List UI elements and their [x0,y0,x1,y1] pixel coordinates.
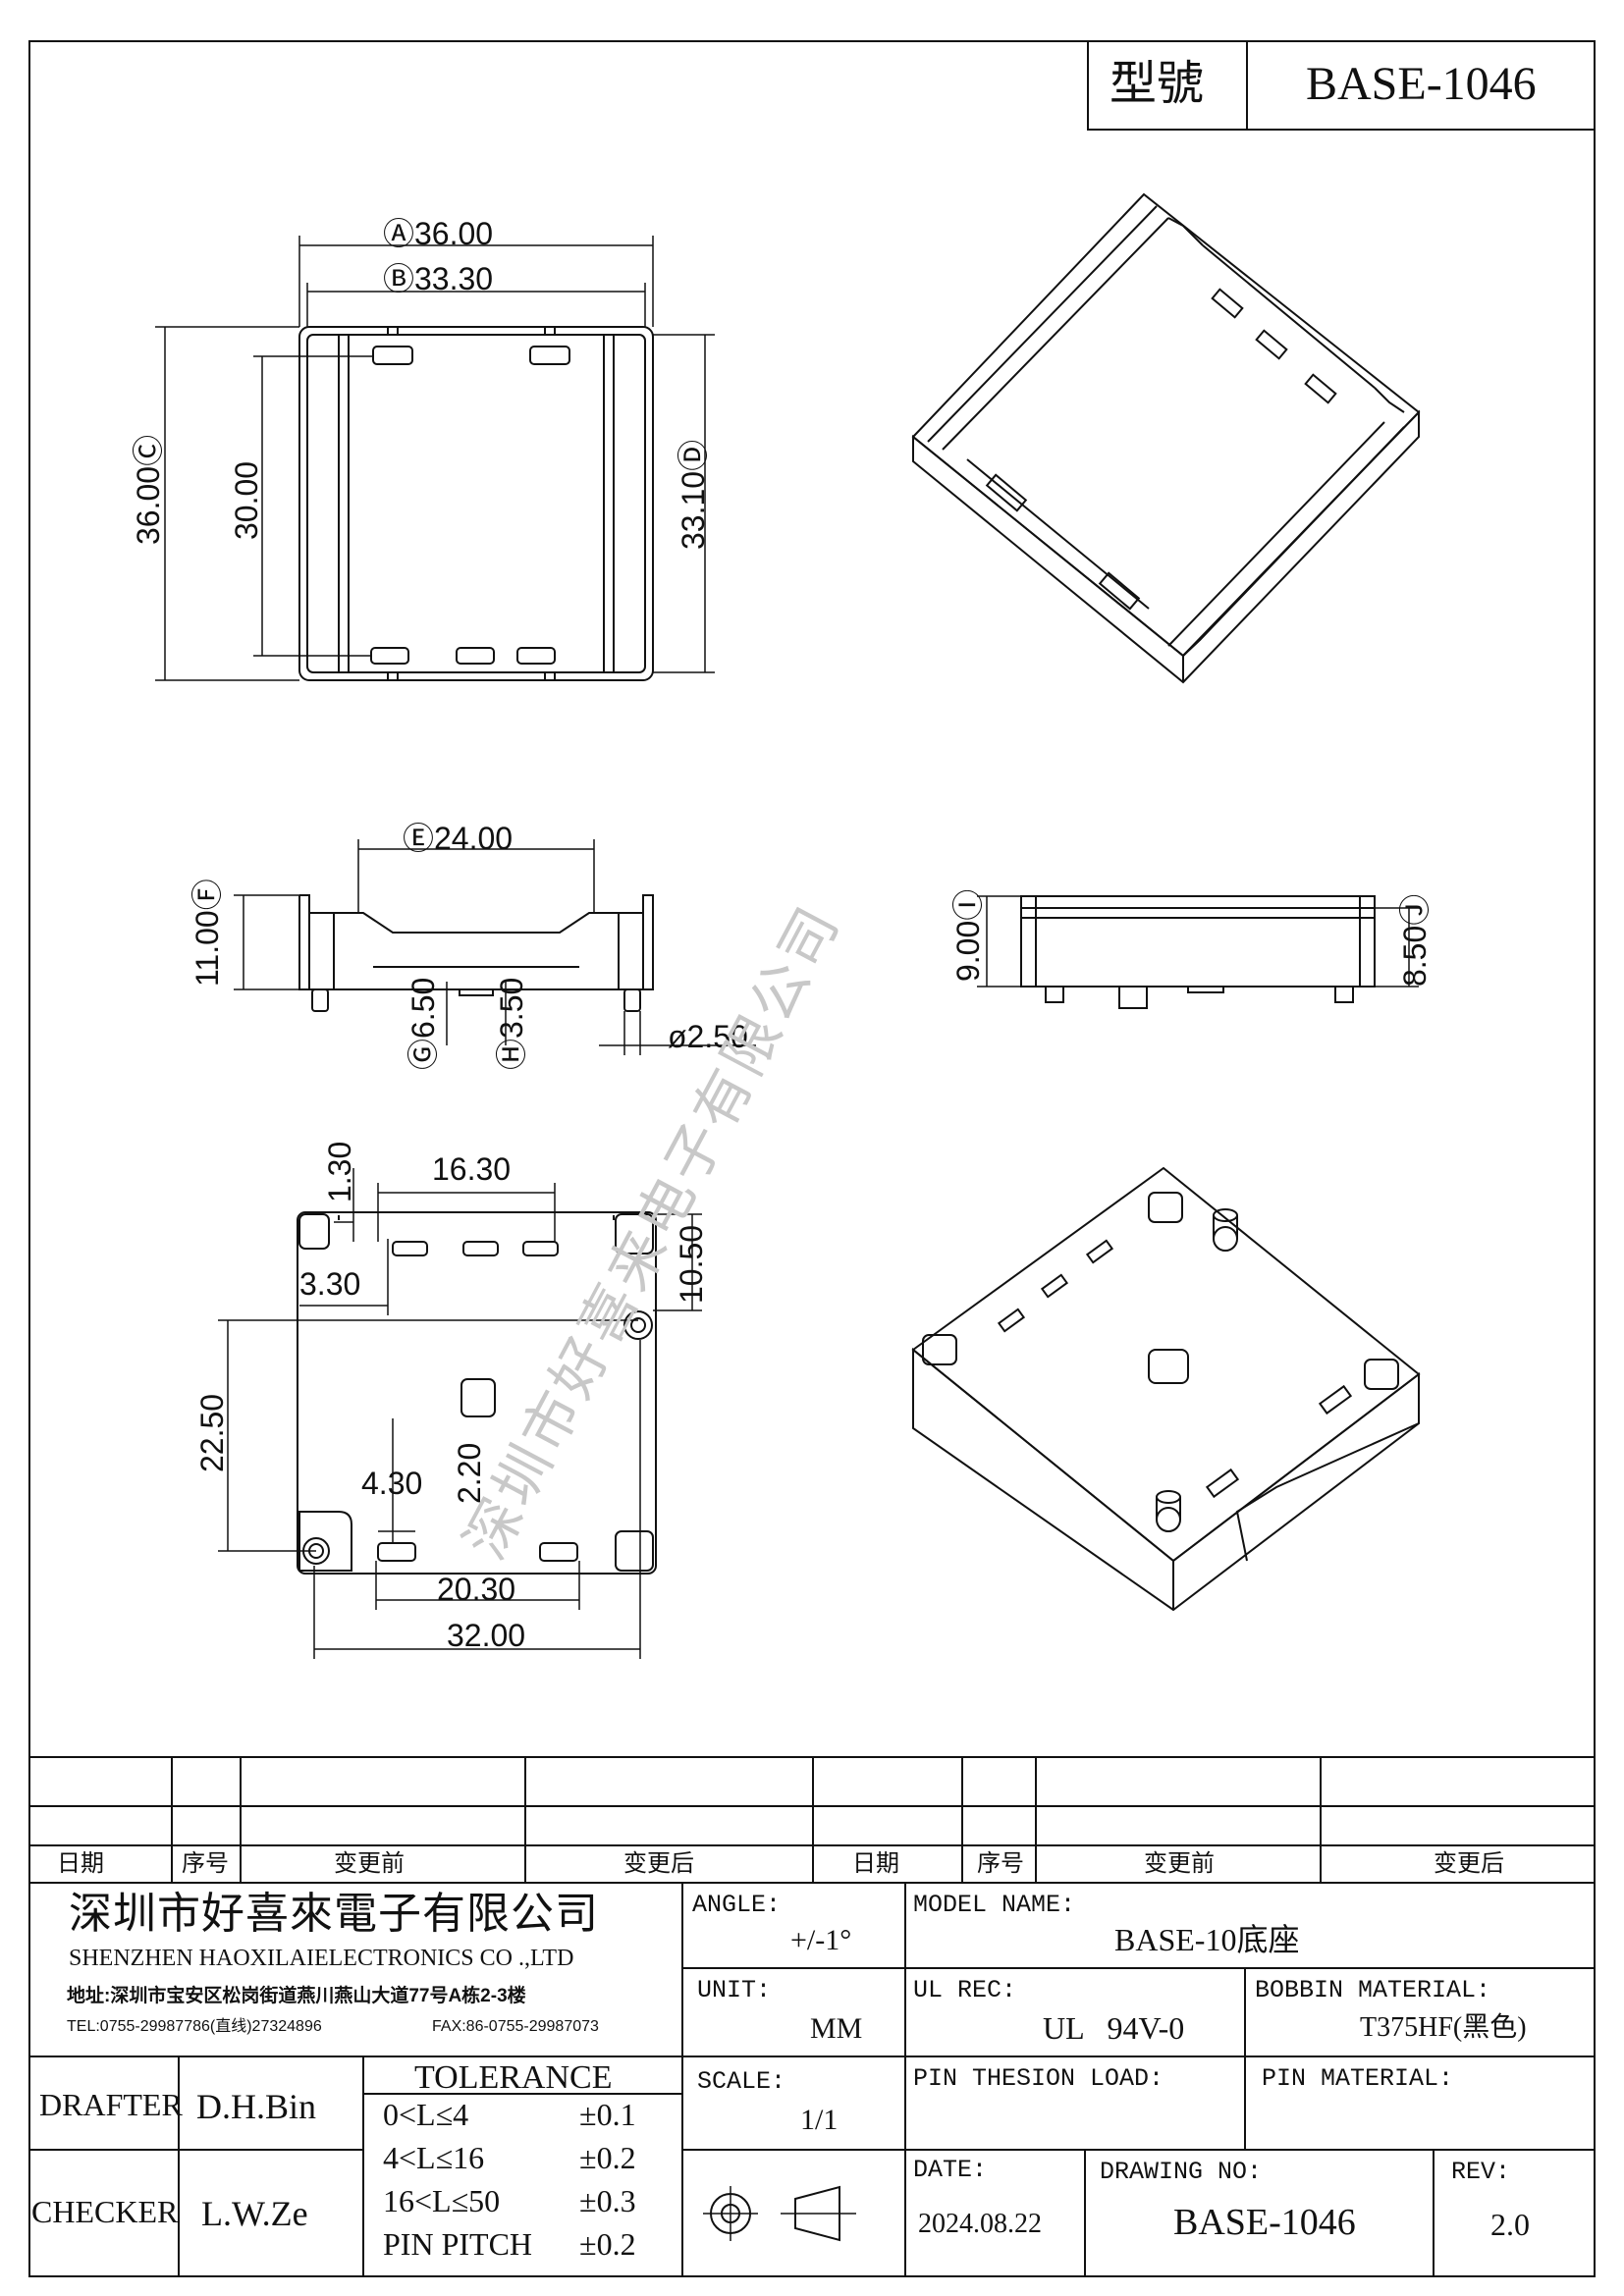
drawing-no-value: BASE-1046 [1173,2202,1356,2243]
angle-label: ANGLE: [692,1891,782,1919]
tolerance-range-2: 4<L≤16 [383,2140,485,2175]
title-block-grid [29,1883,1595,2276]
model-name-value: BASE-10底座 [1114,1922,1300,1957]
rev-header-after-1: 变更后 [623,1850,694,1877]
dim-j: 8.50Ⓙ [1397,893,1433,987]
checker-value: L.W.Ze [201,2194,308,2233]
unit-value: MM [810,2012,863,2045]
bottom-view [218,1168,702,1659]
rev-header-date-2: 日期 [852,1850,899,1877]
dim-bottom-5: 22.50 [194,1393,230,1472]
tolerance-value-1: ±0.1 [579,2097,636,2132]
drafter-label: DRAFTER [39,2087,183,2122]
company-tel: TEL:0755-29987786(直线)27324896 [67,2018,322,2035]
dim-inner: 30.00 [229,460,264,540]
dim-e: Ⓔ24.00 [403,821,514,856]
isometric-top-view [911,192,1421,684]
rev-header-date-1: 日期 [57,1850,104,1877]
end-view [977,895,1419,1009]
dim-bottom-7: 4.30 [361,1466,423,1501]
rev-header-before-1: 变更前 [334,1850,405,1877]
drawing-no-label: DRAWING NO: [1100,2158,1263,2186]
dim-bottom-1: 1.30 [322,1141,357,1202]
company-name-en: SHENZHEN HAOXILAIELECTRONICS CO .,LTD [69,1946,574,1971]
rev-header-seq-2: 序号 [977,1850,1024,1877]
bobbin-material-value: T375HF(黑色) [1360,2012,1527,2043]
tolerance-range-3: 16<L≤50 [383,2183,501,2218]
checker-label: CHECKER [31,2194,179,2229]
ul-rec-value: UL 94V-0 [1043,2010,1185,2046]
tolerance-title: TOLERANCE [414,2059,613,2096]
rev-header-after-2: 变更后 [1434,1850,1504,1877]
angle-value: +/-1° [790,1924,852,1956]
dim-a: Ⓐ36.00 [383,216,494,251]
date-label: DATE: [913,2156,988,2184]
ul-rec-label: UL REC: [913,1976,1017,2004]
dim-bottom-4: 3.30 [299,1266,361,1302]
pin-material-label: PIN MATERIAL: [1262,2064,1454,2093]
tolerance-value-2: ±0.2 [579,2140,636,2175]
date-value: 2024.08.22 [918,2209,1042,2239]
dim-bottom-2: 16.30 [432,1151,512,1187]
dim-f: 11.00Ⓕ [189,879,225,987]
tolerance-range-4: PIN PITCH [383,2226,533,2262]
outer-border [28,40,1596,2277]
dim-i: 9.00Ⓘ [950,888,986,982]
dim-h: Ⓗ3.50 [494,977,529,1070]
company-fax: FAX:86-0755-29987073 [432,2018,599,2035]
tolerance-value-3: ±0.3 [579,2183,636,2218]
company-address: 地址:深圳市宝安区松岗街道燕川燕山大道77号A栋2-3楼 [67,1986,526,2006]
scale-label: SCALE: [697,2067,786,2096]
rev-header-seq-1: 序号 [182,1850,229,1877]
dim-pin: ø2.50 [668,1019,748,1054]
rev-header-before-2: 变更前 [1144,1850,1215,1877]
scale-value: 1/1 [800,2104,839,2136]
tolerance-value-4: ±0.2 [579,2226,636,2262]
dim-d: 33.10Ⓓ [676,439,711,550]
top-view [155,236,715,681]
side-view [234,839,756,1055]
tolerance-range-1: 0<L≤4 [383,2097,469,2132]
isometric-bottom-view [911,1166,1421,1612]
bobbin-material-label: BOBBIN MATERIAL: [1255,1976,1491,2004]
dim-g: Ⓖ6.50 [406,977,441,1070]
drafter-value: D.H.Bin [196,2087,317,2126]
dim-bottom-8: 20.30 [437,1572,516,1607]
header-box [1087,40,1596,131]
model-name-label: MODEL NAME: [913,1891,1076,1919]
model-label: 型號 [1110,58,1205,110]
pin-load-label: PIN THESION LOAD: [913,2064,1164,2093]
rev-label: REV: [1451,2158,1511,2186]
dim-c: 36.00Ⓒ [131,434,166,545]
rev-value: 2.0 [1490,2207,1530,2242]
dim-bottom-9: 32.00 [447,1618,526,1653]
unit-label: UNIT: [697,1976,772,2004]
company-name-cn: 深圳市好喜來電子有限公司 [69,1890,599,1938]
model-number: BASE-1046 [1306,58,1537,110]
revision-table-grid [29,1756,1595,1884]
dim-b: Ⓑ33.30 [383,261,494,296]
